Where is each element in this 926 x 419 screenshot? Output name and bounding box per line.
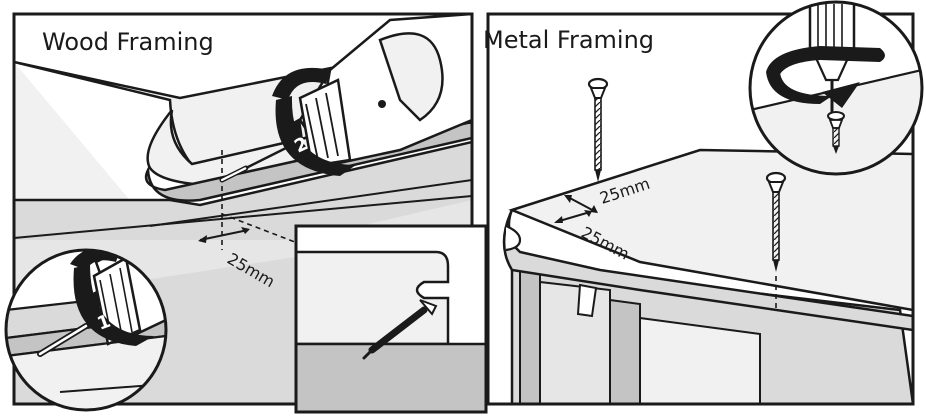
metal-framing-title: Metal Framing xyxy=(483,26,655,54)
screw-angle-detail xyxy=(294,224,488,414)
drill-detail-circle: 1 xyxy=(4,248,168,412)
rotation-arrow-icon xyxy=(272,67,356,176)
rotation-arrow-icon xyxy=(766,46,885,108)
screw-icon xyxy=(765,171,787,272)
wood-framing-title: Wood Framing xyxy=(42,28,214,56)
screw-icon xyxy=(587,77,609,182)
drill-icon xyxy=(298,14,472,168)
screw-icon xyxy=(219,144,291,183)
screw-icon xyxy=(362,299,438,360)
metal-drill-detail-circle xyxy=(748,0,924,176)
screw-icon xyxy=(827,111,845,154)
